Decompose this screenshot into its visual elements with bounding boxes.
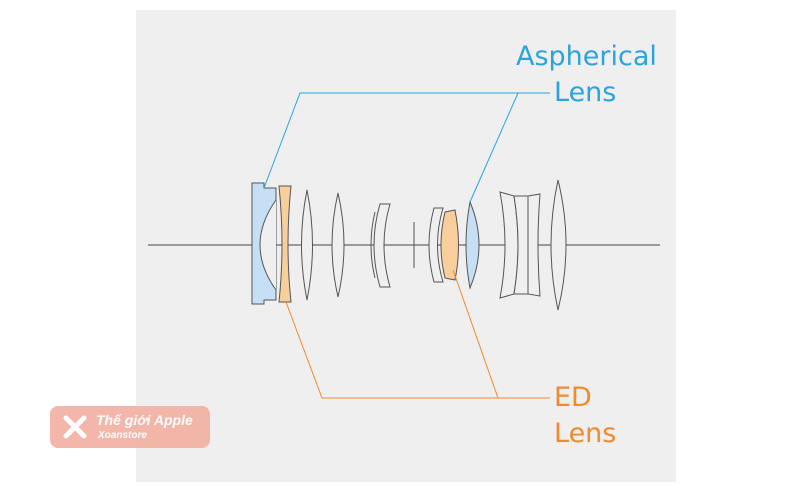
- diagram-panel: [136, 10, 676, 482]
- ed-label-line2: Lens: [554, 418, 617, 449]
- ed-leader-1: [285, 301, 550, 399]
- lens-element-12: [527, 193, 541, 297]
- lens-element-5: [373, 203, 391, 288]
- aspherical-leader-1: [263, 92, 550, 189]
- x-logo-icon: [63, 415, 87, 439]
- ed-leader-2: [452, 269, 499, 399]
- watermark-subtitle: Xoanstore: [98, 430, 147, 441]
- lens-element-13: [550, 179, 567, 311]
- lens-element-4: [331, 192, 345, 298]
- lens-element-1-inner-curve: [259, 199, 277, 291]
- aspherical-leader-2: [469, 92, 519, 203]
- lens-element-7: [428, 207, 444, 283]
- lens-element-11: [513, 195, 529, 295]
- lens-element-8-ed: [440, 209, 459, 281]
- ed-label-line1: ED: [554, 382, 592, 413]
- lens-element-6: [370, 211, 376, 279]
- lens-element-9-aspherical: [465, 200, 480, 290]
- aspherical-label-line2: Lens: [554, 77, 617, 108]
- aspherical-label-line1: Aspherical: [516, 41, 657, 72]
- lens-element-3: [301, 189, 313, 301]
- watermark-title: Thế giới Apple: [96, 412, 193, 428]
- lens-element-2-ed: [278, 185, 292, 303]
- watermark-logo: Thế giới Apple Xoanstore: [50, 406, 210, 448]
